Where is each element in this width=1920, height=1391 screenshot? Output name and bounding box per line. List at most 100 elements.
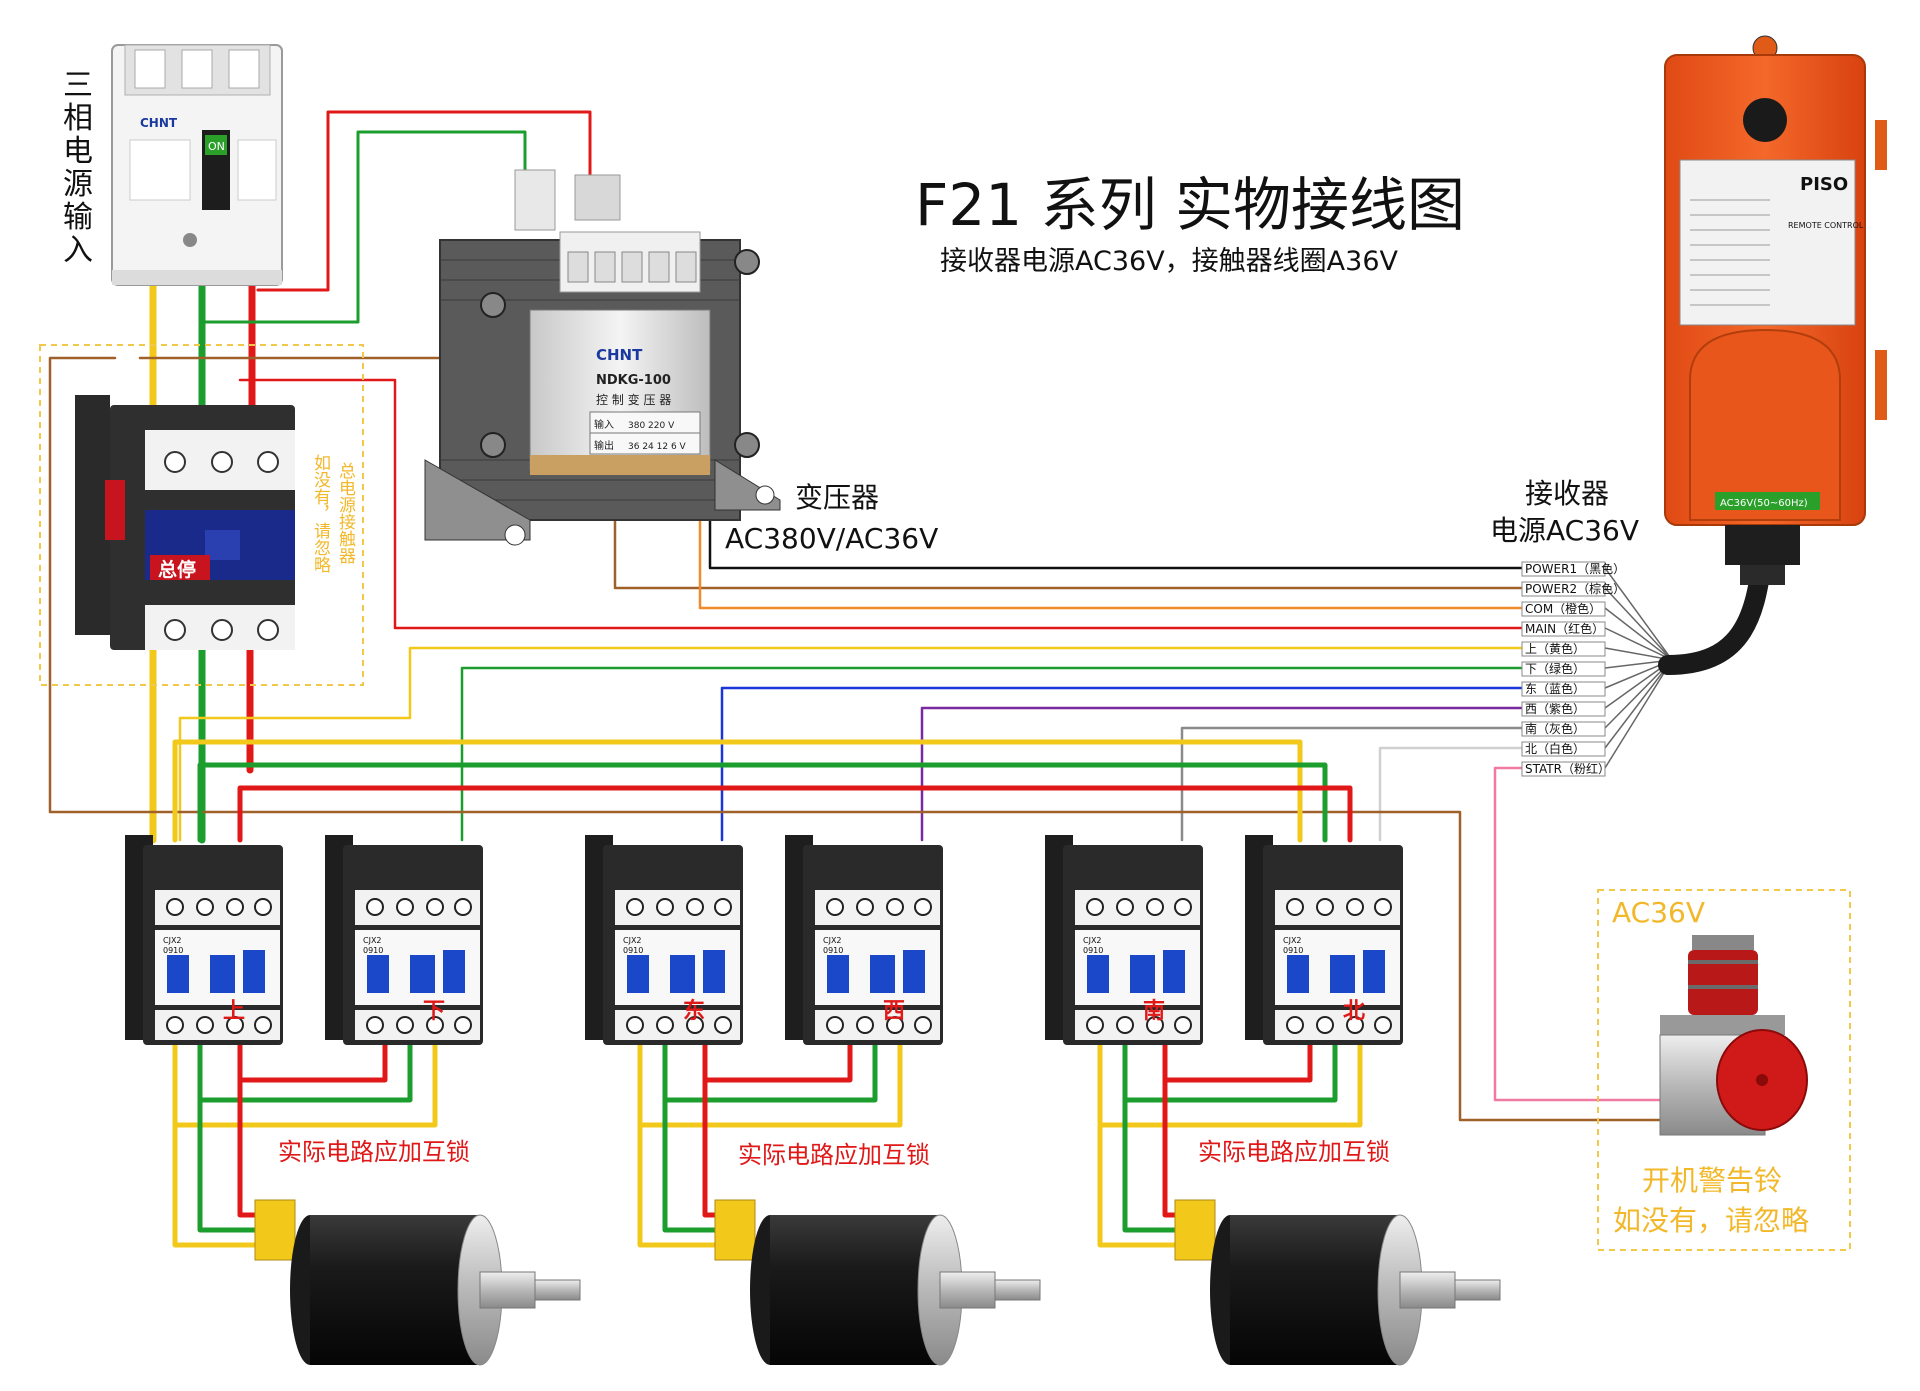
main-contactor-stop-label: 总停 bbox=[158, 558, 196, 581]
power-input-char: 相 bbox=[63, 101, 93, 136]
wire-label-text: 北（白色） bbox=[1525, 741, 1585, 756]
power-input-char: 源 bbox=[63, 167, 93, 202]
wire-label: 东（蓝色） bbox=[1521, 681, 1606, 697]
power-input-char: 电 bbox=[63, 134, 93, 169]
wire-statr-pink bbox=[1493, 766, 1662, 1102]
transformer-input-label: 输入 bbox=[594, 418, 614, 431]
transformer-output-label: 输出 bbox=[594, 439, 614, 452]
wire-label-text: 南（灰色） bbox=[1525, 721, 1585, 736]
wire-breaker-xfmr-red bbox=[256, 110, 592, 292]
transformer-model: NDKG-100 bbox=[596, 373, 671, 388]
power-input-char: 入 bbox=[63, 233, 93, 268]
transformer-label: 变压器 bbox=[795, 481, 879, 514]
contactor-direction-label: 上 bbox=[223, 999, 245, 1024]
wire-labels: POWER1（黑色） POWER2（棕色） COM（橙色） MAIN（红色） 上… bbox=[1521, 561, 1625, 777]
transformer: CHNT NDKG-100 控 制 变 压 器 输入 380 220 V 输出 … bbox=[424, 169, 781, 546]
wire-com-orange bbox=[698, 288, 1524, 610]
wire-west-purple bbox=[920, 706, 1524, 842]
wire-label-text: COM（橙色） bbox=[1525, 601, 1601, 616]
main-contactor-dashed-box bbox=[39, 344, 364, 686]
alarm-label: 开机警告铃 bbox=[1642, 1164, 1782, 1197]
alarm-note: 如没有，请忽略 bbox=[1613, 1204, 1809, 1237]
wire-coil-return-brown bbox=[48, 356, 1662, 1122]
motor bbox=[254, 1199, 581, 1366]
wire-up-yellow bbox=[178, 646, 1524, 842]
wire-north-white bbox=[1378, 746, 1524, 842]
wire-label-text: STATR（粉红） bbox=[1525, 761, 1610, 776]
transformer-input-values: 380 220 V bbox=[628, 421, 675, 431]
wiring bbox=[48, 110, 1772, 1248]
receiver: PISO REMOTE CONTROL AC36V(50~60Hz) bbox=[1664, 35, 1887, 585]
wire-label: MAIN（红色） bbox=[1521, 621, 1606, 637]
power-input-char: 三 bbox=[63, 68, 93, 103]
transformer-nameplate: 控 制 变 压 器 bbox=[596, 392, 671, 407]
main-contactor-note: 总电源接触器 如没有，请忽略 bbox=[310, 454, 356, 573]
motor bbox=[1174, 1199, 1501, 1366]
circuit-breaker: CHNT ON bbox=[111, 44, 283, 286]
page-subtitle: 接收器电源AC36V，接触器线圈A36V bbox=[940, 246, 1399, 277]
wire-label-text: POWER1（黑色） bbox=[1525, 562, 1625, 576]
breaker-brand: CHNT bbox=[140, 116, 178, 130]
power-input-label: 三 相 电 源 输 入 bbox=[63, 68, 93, 268]
alarm-voltage: AC36V bbox=[1612, 896, 1705, 929]
alarm-dashed-box bbox=[1597, 889, 1851, 1251]
wire-label: 南（灰色） bbox=[1521, 721, 1606, 737]
contactor-direction-label: 西 bbox=[883, 999, 905, 1024]
wire-fan bbox=[1604, 567, 1673, 769]
wire-label: 上（黄色） bbox=[1521, 641, 1606, 657]
wire-main-red bbox=[238, 378, 1524, 630]
wire-label: POWER2（棕色） bbox=[1521, 581, 1625, 597]
wire-down-green bbox=[460, 666, 1524, 842]
receiver-panel-title: REMOTE CONTROL bbox=[1788, 221, 1864, 230]
main-contactor: 总停 bbox=[75, 395, 295, 650]
breaker-state: ON bbox=[208, 140, 225, 153]
wire-label-text: 西（紫色） bbox=[1525, 702, 1585, 716]
contactor-direction-label: 下 bbox=[423, 999, 445, 1024]
wire-label: 西（紫色） bbox=[1521, 701, 1606, 717]
interlock-note: 实际电路应加互锁 bbox=[1198, 1138, 1390, 1166]
main-contactor-note-line: 如没有，请忽略 bbox=[310, 454, 331, 573]
main-contactor-note-line: 总电源接触器 bbox=[335, 462, 356, 564]
interlock-note: 实际电路应加互锁 bbox=[278, 1138, 470, 1166]
page-title: F21 系列 实物接线图 bbox=[915, 171, 1465, 239]
wire-label: 下（绿色） bbox=[1521, 661, 1606, 677]
wire-label: COM（橙色） bbox=[1521, 601, 1606, 617]
wire-breaker-xfmr-green bbox=[200, 130, 527, 324]
bus-lines bbox=[172, 739, 1353, 843]
receiver-brand: PISO bbox=[1800, 174, 1848, 195]
receiver-badge: AC36V(50~60Hz) bbox=[1720, 498, 1808, 509]
receiver-power: 电源AC36V bbox=[1490, 514, 1639, 547]
wire-label-text: 上（黄色） bbox=[1525, 642, 1585, 656]
transformer-brand: CHNT bbox=[596, 346, 643, 364]
wire-label: POWER1（黑色） bbox=[1521, 561, 1625, 577]
wire-label: 北（白色） bbox=[1521, 741, 1606, 757]
contactor-direction-label: 北 bbox=[1343, 999, 1365, 1024]
wire-label-text: MAIN（红色） bbox=[1525, 621, 1604, 636]
transformer-voltage: AC380V/AC36V bbox=[725, 522, 938, 555]
interlock-note: 实际电路应加互锁 bbox=[738, 1141, 930, 1169]
receiver-label: 接收器 bbox=[1525, 477, 1609, 510]
contactor-direction-label: 东 bbox=[683, 998, 705, 1024]
contactor-direction-label: 南 bbox=[1143, 999, 1165, 1024]
wire-label: STATR（粉红） bbox=[1521, 761, 1610, 777]
motor bbox=[714, 1199, 1041, 1366]
wire-label-text: POWER2（棕色） bbox=[1525, 581, 1625, 596]
wire-label-text: 东（蓝色） bbox=[1525, 682, 1585, 696]
power-input-char: 输 bbox=[63, 200, 93, 235]
wire-south-gray bbox=[1180, 726, 1524, 842]
alarm-bell bbox=[1659, 935, 1808, 1136]
wire-label-text: 下（绿色） bbox=[1525, 661, 1585, 676]
